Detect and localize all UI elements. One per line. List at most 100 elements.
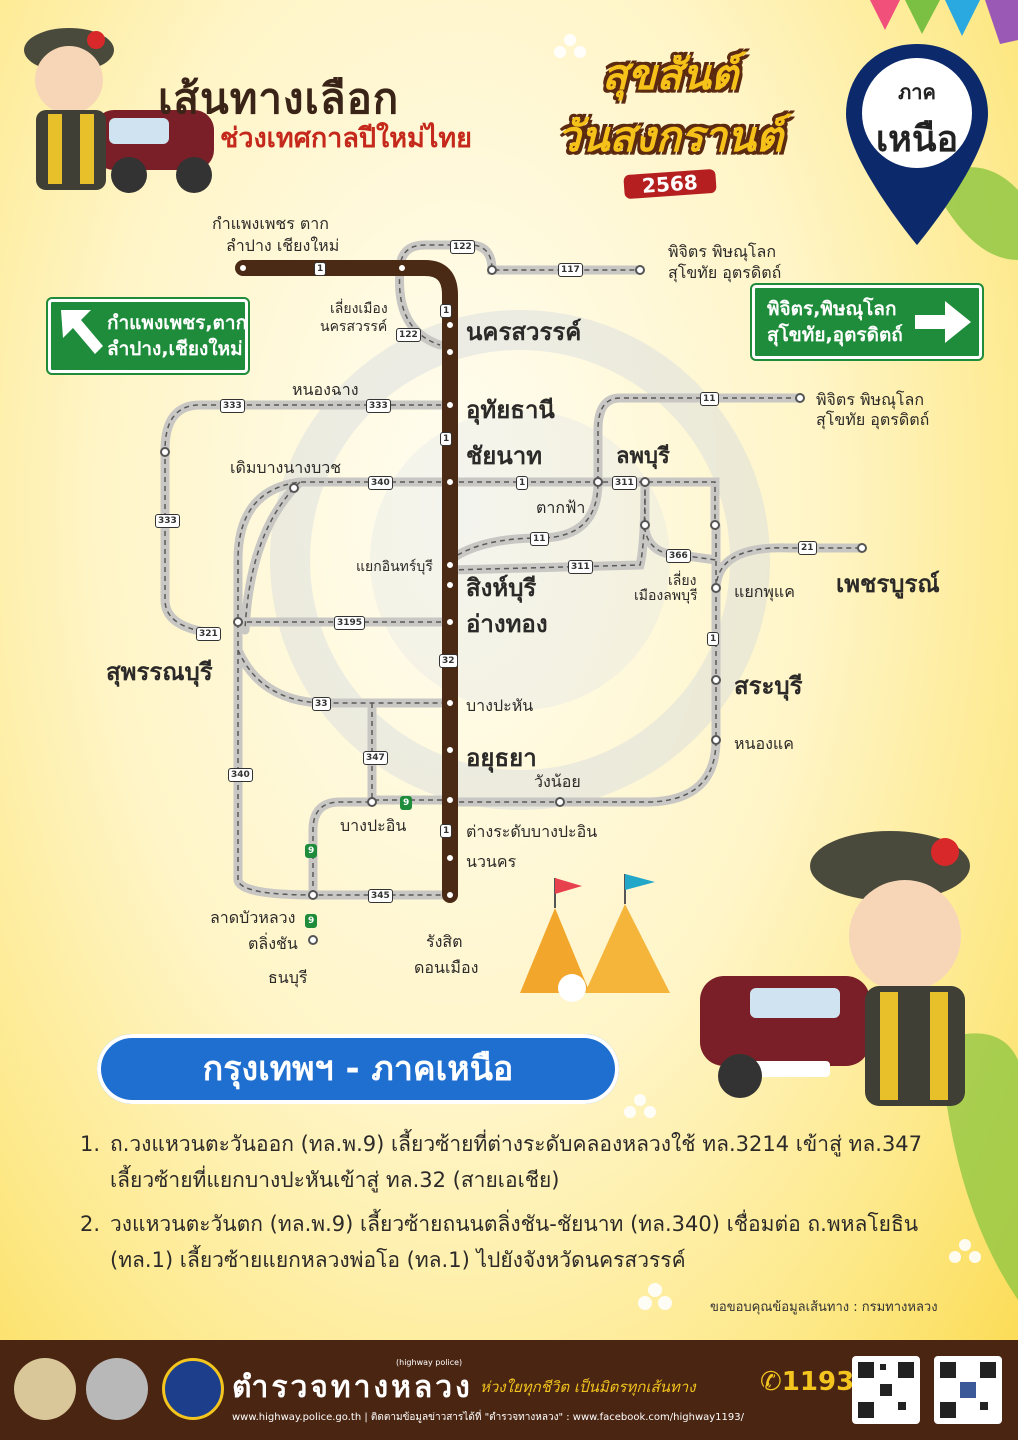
label-doem-bang: เดิมบางนางบวช <box>230 458 342 477</box>
label-liang-muang-ns-2: นครสวรรค์ <box>320 319 388 335</box>
route-banner: กรุงเทพฯ - ภาคเหนือ <box>97 1034 619 1104</box>
footer-slogan: ห่วงใยทุกชีวิต เป็นมิตรทุกเส้นทาง <box>480 1378 696 1396</box>
road-shield-321: 321 <box>196 627 221 641</box>
sign-left-text: กำแพงเพชร,ตาก ลำปาง,เชียงใหม่ <box>107 312 248 360</box>
label-nakhon-sawan: นครสวรรค์ <box>466 318 582 346</box>
songkran-logo: สุขสันต์ วันสงกรานต์ 2568 <box>520 42 820 200</box>
footer-weblinks[interactable]: www.highway.police.go.th | ติดตามข้อมูลข… <box>232 1412 744 1423</box>
label-nong-khae: หนองแค <box>734 734 794 753</box>
label-taling-chan: ตลิ่งชัน <box>248 934 298 953</box>
road-shield-366: 366 <box>666 549 691 563</box>
label-yaek-phu-khae: แยกพุแค <box>734 582 795 601</box>
road-shield-340-v: 340 <box>228 768 253 782</box>
police-mascot-top-illustration <box>24 28 214 193</box>
label-thon-buri: ธนบุรี <box>268 968 308 987</box>
label-bang-pa-in-interchange: ต่างระดับบางปะอิน <box>466 822 598 841</box>
label-tak-fa: ตากฟ้า <box>536 498 586 517</box>
label-saraburi: สระบุรี <box>734 672 803 700</box>
label-ayutthaya: อยุธยา <box>466 744 537 772</box>
road-shield-1-c: 1 <box>314 262 327 276</box>
road-shield-1-a: 1 <box>516 476 529 490</box>
region-label-small: ภาค <box>898 80 936 104</box>
festival-line-2: วันสงกรานต์ <box>557 112 783 161</box>
sign-right-text: พิจิตร,พิษณุโลก สุโขทัย,อุตรดิตถ์ <box>767 298 903 346</box>
road-shield-122: 122 <box>450 240 475 254</box>
road-shield-1-e: 1 <box>707 632 720 646</box>
label-wang-noi: วังน้อย <box>534 772 581 791</box>
direction-sign-northwest: กำแพงเพชร,ตาก ลำปาง,เชียงใหม่ <box>46 297 250 375</box>
label-yaek-in-buri: แยกอินทร์บุรี <box>356 559 433 575</box>
highway-police-badge-icon <box>162 1358 224 1420</box>
road-shield-1-b: 1 <box>440 432 453 446</box>
route-list: 1. ถ.วงแหวนตะวันออก (ทล.พ.9) เลี้ยวซ้ายท… <box>80 1126 960 1286</box>
label-liang-muang-ns-1: เลี่ยงเมือง <box>330 301 388 317</box>
road-shield-311-b: 311 <box>568 560 593 574</box>
road-shield-3195: 3195 <box>334 616 366 630</box>
label-phichit-mid-2: สุโขทัย อุตรดิตถ์ <box>816 410 930 429</box>
label-lat-bua-luang: ลาดบัวหลวง <box>210 908 296 927</box>
label-nong-chang: หนองฉาง <box>292 380 359 399</box>
road-shield-9-a: 9 <box>400 796 413 810</box>
label-rangsit: รังสิต <box>426 932 463 951</box>
label-phichit-mid-1: พิจิตร พิษณุโลก <box>816 390 925 409</box>
footer-brand: ตำรวจทางหลวง <box>232 1370 473 1405</box>
label-liang-muang-lb-1: เลี่ยง <box>668 573 697 589</box>
website-qr-code[interactable] <box>852 1356 920 1424</box>
road-shield-1-d: 1 <box>440 824 453 838</box>
qr-code-icon <box>858 1362 914 1418</box>
road-shield-11-b: 11 <box>530 532 549 546</box>
hotline-number[interactable]: ✆1193 <box>760 1367 854 1397</box>
direction-sign-east: พิจิตร,พิษณุโลก สุโขทัย,อุตรดิตถ์ <box>750 283 984 361</box>
road-shield-117: 117 <box>558 263 583 277</box>
label-uthai-thani: อุทัยธานี <box>466 396 555 424</box>
label-don-mueang: ดอนเมือง <box>414 958 479 977</box>
road-shield-333-a: 333 <box>220 399 245 413</box>
region-label-big: เหนือ <box>875 119 959 160</box>
label-kamphaeng-top-1: กำแพงเพชร ตาก <box>212 214 329 233</box>
road-shield-33: 33 <box>312 697 331 711</box>
route-map <box>160 240 867 945</box>
route-number: 1. <box>80 1132 101 1156</box>
phone-icon: ✆ <box>760 1367 782 1397</box>
label-phetchabun: เพชรบูรณ์ <box>836 570 940 598</box>
police-mascot-bottom-illustration <box>700 831 970 1106</box>
route-item: 1. ถ.วงแหวนตะวันออก (ทล.พ.9) เลี้ยวซ้ายท… <box>80 1126 960 1198</box>
sand-pagoda-illustration <box>520 874 670 1002</box>
road-shield-333-b: 333 <box>366 399 391 413</box>
route-item: 2. วงแหวนตะวันตก (ทล.พ.9) เลี้ยวซ้ายถนนต… <box>80 1206 960 1278</box>
hotline-value: 1193 <box>781 1367 855 1397</box>
page-subtitle: ช่วงเทศกาลปีใหม่ไทย <box>220 123 473 154</box>
road-shield-122-left: 122 <box>396 328 421 342</box>
label-nava-nakorn: นวนคร <box>466 852 517 871</box>
facebook-qr-code[interactable] <box>934 1356 1002 1424</box>
road-shield-347: 347 <box>363 751 388 765</box>
road-shield-11-a: 11 <box>700 392 719 406</box>
label-sing-buri: สิงห์บุรี <box>466 574 537 602</box>
label-phichit-top-1: พิจิตร พิษณุโลก <box>668 242 777 261</box>
label-bang-pa-in: บางปะอิน <box>340 816 407 835</box>
road-shield-21: 21 <box>798 541 817 555</box>
arrow-up-left-icon <box>61 310 103 354</box>
label-bang-pahan: บางปะหัน <box>466 696 534 715</box>
royal-seal-icon <box>14 1358 76 1420</box>
label-liang-muang-lb-2: เมืองลพบุรี <box>634 588 698 604</box>
road-shield-9-b: 9 <box>305 844 318 858</box>
festival-line-1: สุขสันต์ <box>602 50 738 99</box>
road-shield-340: 340 <box>368 476 393 490</box>
label-ang-thong: อ่างทอง <box>466 610 548 638</box>
label-kamphaeng-top-2: ลำปาง เชียงใหม่ <box>226 236 340 255</box>
police-seal-icon <box>86 1358 148 1420</box>
route-text: วงแหวนตะวันตก (ทล.พ.9) เลี้ยวซ้ายถนนตลิ่… <box>110 1212 919 1272</box>
label-phichit-top-2: สุโขทัย อุตรดิตถ์ <box>668 263 782 282</box>
main-route-line <box>235 260 458 903</box>
road-shield-9-c: 9 <box>305 914 318 928</box>
region-pin-icon: ภาค เหนือ <box>842 40 992 250</box>
label-chai-nat: ชัยนาท <box>466 442 543 470</box>
route-number: 2. <box>80 1212 101 1236</box>
road-shield-1-f: 1 <box>440 304 453 318</box>
footer-brand-en: (highway police) <box>396 1358 463 1367</box>
road-shield-333-v: 333 <box>155 514 180 528</box>
qr-code-icon <box>940 1362 996 1418</box>
page-title: เส้นทางเลือก <box>158 74 400 123</box>
road-shield-311-a: 311 <box>612 476 637 490</box>
